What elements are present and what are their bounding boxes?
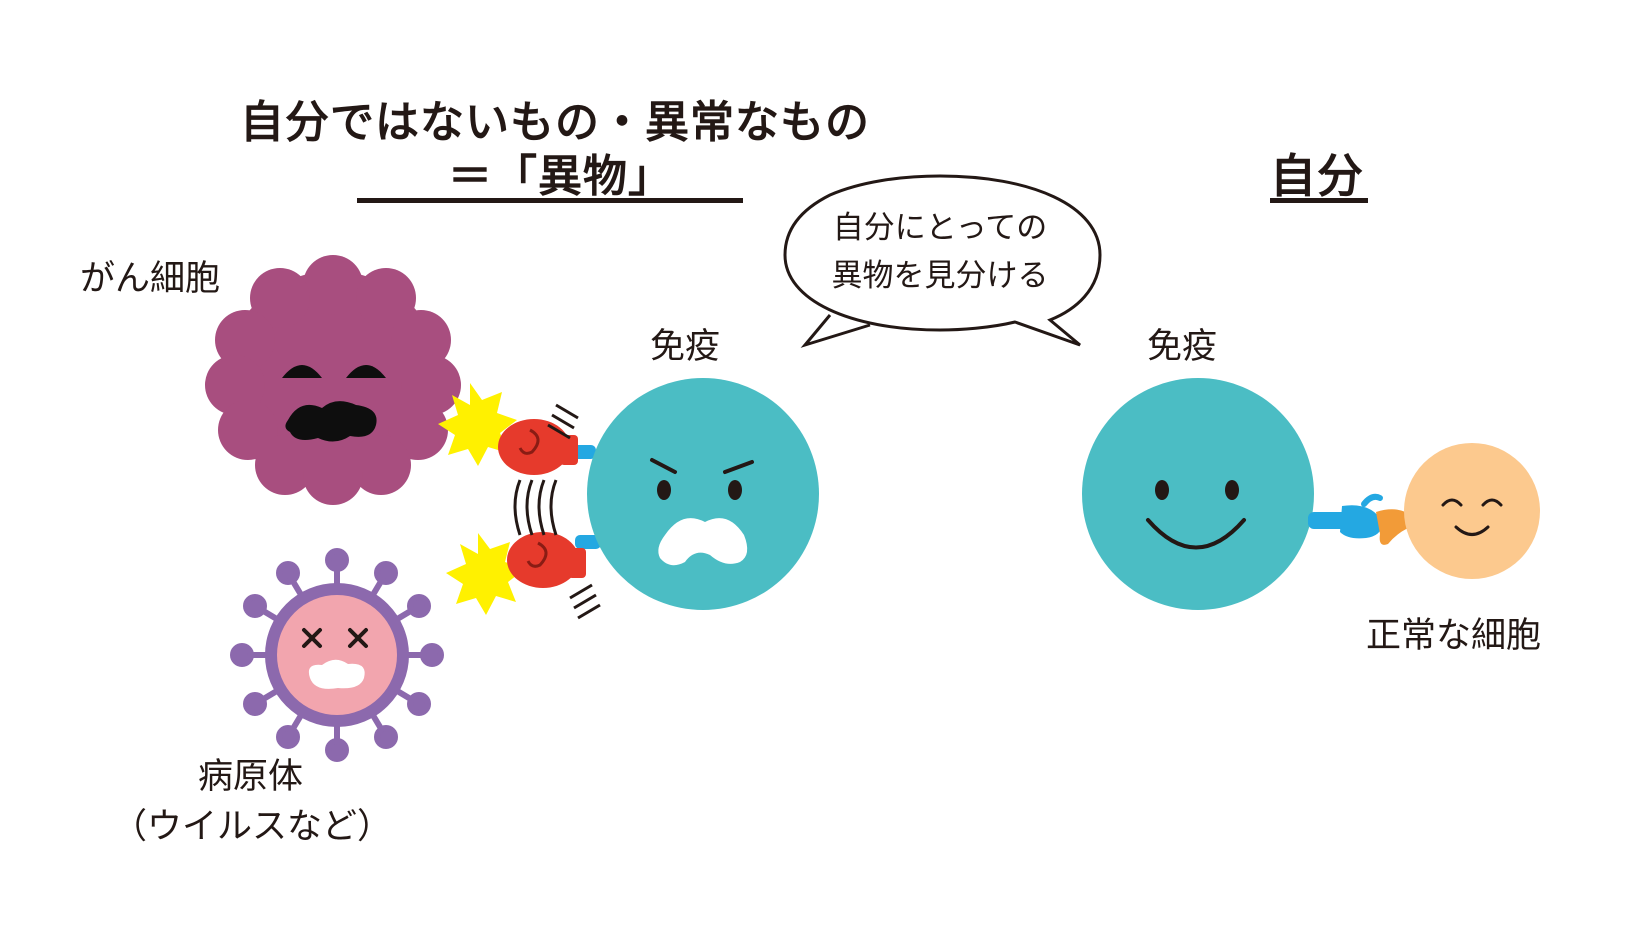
virus-icon	[230, 548, 444, 762]
heading-left-underline	[357, 198, 743, 203]
speech-bubble-line1: 自分にとっての	[832, 210, 1048, 246]
immune-arm-lower	[575, 535, 601, 549]
heading-right-underline	[1270, 198, 1368, 203]
cancer-mouth	[285, 401, 377, 442]
cancer-left-eye	[282, 365, 322, 378]
heading-foreign-line1: 自分ではないもの・異常なもの	[240, 97, 870, 148]
impact-star-icon	[438, 383, 525, 615]
label-cancer-cell: がん細胞	[80, 259, 221, 299]
immune-cell-angry-icon	[587, 378, 819, 610]
speech-bubble-icon	[783, 174, 1102, 348]
heading-foreign-line2: ＝「異物」	[448, 151, 673, 202]
label-normal-cell: 正常な細胞	[1366, 616, 1542, 656]
normal-cell-icon	[1404, 443, 1540, 579]
handshake-arms	[1308, 493, 1412, 545]
cancer-right-eye	[346, 365, 386, 378]
label-pathogen: 病原体	[198, 757, 304, 797]
speech-bubble-line2: 異物を見分ける	[831, 258, 1049, 294]
label-immune-right: 免疫	[1147, 327, 1218, 367]
cancer-cell-icon	[205, 255, 461, 505]
motion-lines	[513, 403, 601, 620]
boxing-glove-icon	[498, 419, 586, 588]
immune-cell-happy-icon	[1082, 378, 1314, 610]
label-immune-left: 免疫	[650, 327, 721, 367]
heading-self: 自分	[1270, 149, 1364, 203]
label-pathogen-examples: （ウイルスなど）	[112, 807, 393, 847]
